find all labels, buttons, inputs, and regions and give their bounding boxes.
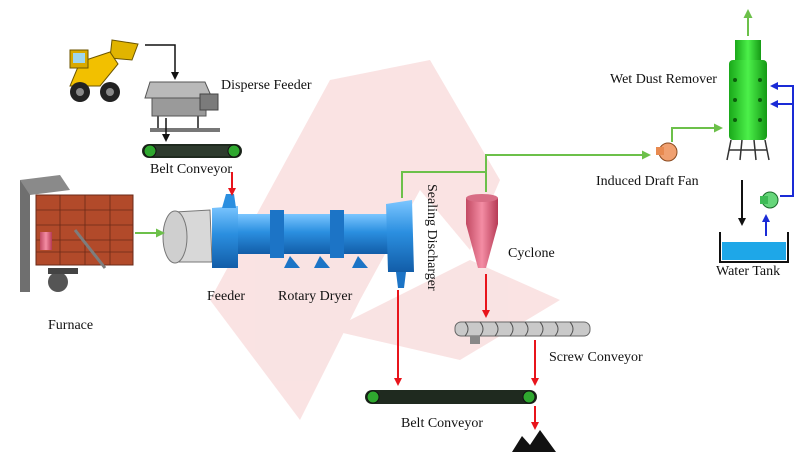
water-flow-arrows — [738, 82, 794, 236]
wet-dust-remover-icon — [726, 40, 770, 161]
gas-flow-arrows — [135, 9, 753, 238]
label-furnace: Furnace — [48, 318, 94, 333]
water-tank-icon — [719, 232, 789, 263]
belt-conveyor-top-icon — [142, 144, 242, 158]
screw-conveyor-icon — [454, 321, 591, 344]
furnace-icon — [20, 175, 134, 292]
label-wet-dust-remover: Wet Dust Remover — [610, 72, 717, 87]
label-feeder: Feeder — [207, 289, 246, 304]
material-flow-arrows — [145, 44, 539, 430]
rotary-dryer-icon — [162, 194, 414, 288]
product-pile-icon — [512, 430, 556, 452]
label-sealing-discharger: Sealing Discharger — [424, 184, 439, 291]
belt-conveyor-bottom-icon — [365, 390, 537, 404]
label-screw-conveyor: Screw Conveyor — [549, 350, 643, 365]
water-pump-icon — [760, 191, 779, 209]
label-water-tank: Water Tank — [716, 264, 781, 279]
wheel-loader-icon — [69, 39, 139, 102]
induced-draft-fan-icon — [656, 142, 678, 162]
label-rotary-dryer: Rotary Dryer — [278, 289, 353, 304]
label-disperse-feeder: Disperse Feeder — [221, 78, 312, 93]
label-cyclone: Cyclone — [508, 246, 555, 261]
label-belt-conveyor-top: Belt Conveyor — [150, 162, 233, 177]
label-induced-draft-fan: Induced Draft Fan — [596, 174, 699, 189]
label-belt-conveyor-bottom: Belt Conveyor — [401, 416, 484, 431]
disperse-feeder-icon — [144, 81, 220, 132]
cyclone-icon — [466, 194, 498, 268]
